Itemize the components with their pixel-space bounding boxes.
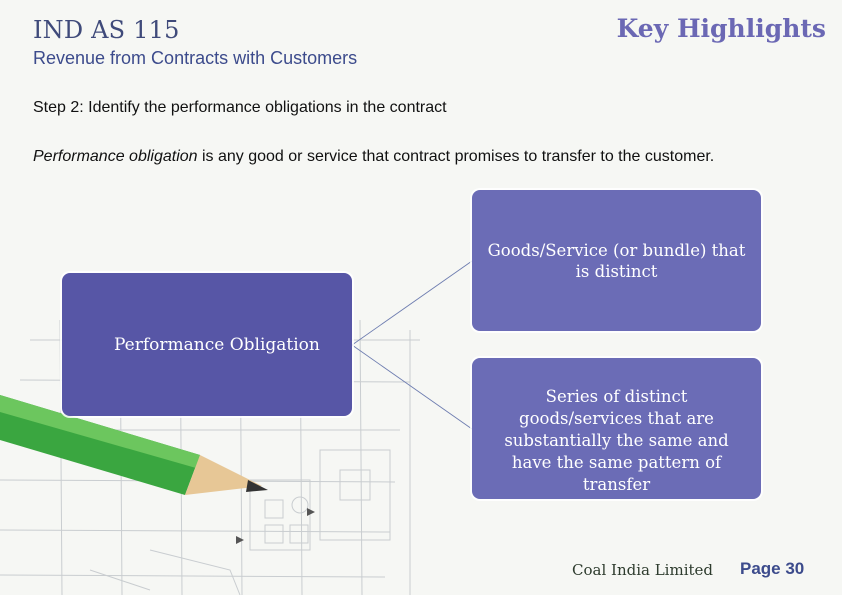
page-number: Page 30 [740, 559, 804, 579]
branch-node-distinct-label: Goods/Service (or bundle) that is distin… [472, 240, 761, 282]
root-node-box: Performance Obligation [62, 273, 352, 416]
branch-node-series: Series of distinct goods/services that a… [472, 358, 761, 499]
root-node-label: Performance Obligation [104, 335, 330, 355]
slide-heading: Key Highlights [617, 14, 826, 43]
definition-text: Performance obligation is any good or se… [33, 148, 714, 166]
branch-node-series-label: Series of distinct goods/services that a… [472, 386, 761, 496]
slide-subtitle: Revenue from Contracts with Customers [33, 48, 357, 69]
step-heading: Step 2: Identify the performance obligat… [33, 99, 447, 117]
presentation-title: IND AS 115 [33, 16, 180, 44]
branch-node-distinct: Goods/Service (or bundle) that is distin… [472, 190, 761, 331]
definition-body: is any good or service that contract pro… [198, 148, 715, 165]
footer-company: Coal India Limited [572, 561, 713, 579]
definition-term: Performance obligation [33, 148, 198, 165]
